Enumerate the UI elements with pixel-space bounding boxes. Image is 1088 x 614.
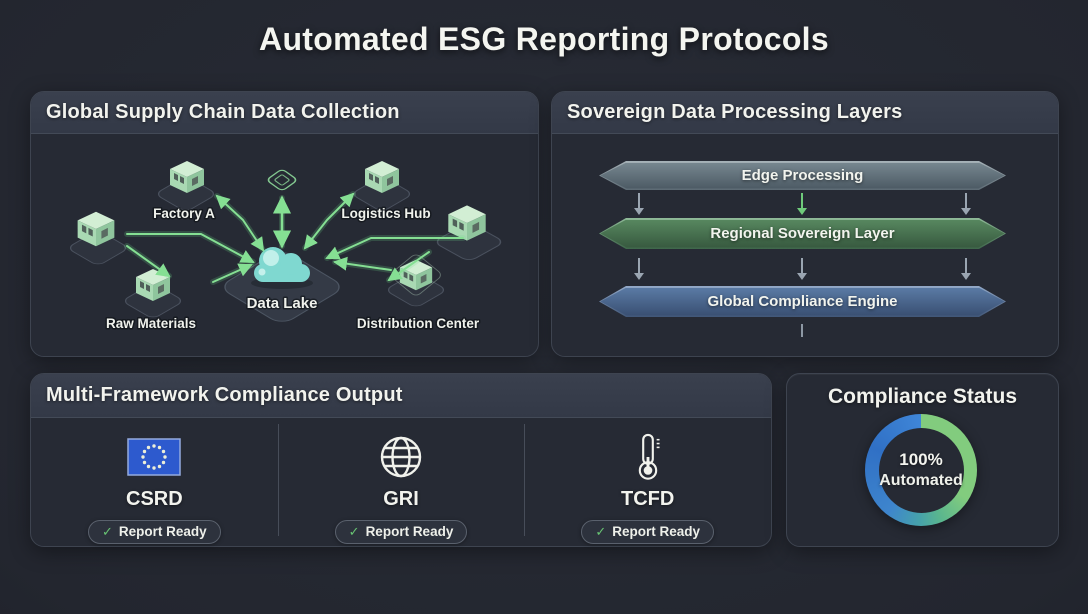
check-icon: ✓ [348,524,360,539]
donut-center: 100% Automated [878,427,964,513]
eu-flag-icon [127,431,182,483]
down-arrow-icon [634,258,644,280]
layer-regional-sovereign: Regional Sovereign Layer [599,218,1006,249]
panel-processing-layers: Sovereign Data Processing Layers Edge Pr… [551,91,1059,357]
status-text: Report Ready [365,524,454,539]
page-title: Automated ESG Reporting Protocols [259,21,829,57]
check-icon: ✓ [595,524,607,539]
supply-chain-diagram: Factory A Logistics Hub Raw Materials Da… [66,161,506,333]
node-far-left-site [66,211,130,267]
down-arrow-icon [961,193,971,215]
framework-name: CSRD [126,488,183,510]
node-factory [154,161,218,213]
status-text: Report Ready [612,524,701,539]
node-logistics [350,161,414,213]
frameworks-row: CSRD ✓ Report Ready GRI [31,418,771,546]
status-badge: ✓ Report Ready [334,520,468,544]
layer-edge-processing: Edge Processing [599,161,1006,190]
data-source-chip-icon [267,169,297,191]
globe-icon [378,431,424,483]
donut-value: 100% [899,450,943,470]
down-arrow-icon [961,258,971,280]
down-arrow-icon [797,258,807,280]
cloud-icon [251,247,313,289]
framework-tcfd: TCFD ✓ Report Ready [524,418,771,546]
panel-processing-header: Sovereign Data Processing Layers [552,92,1058,134]
panel-compliance-status: Compliance Status 100% Automated [786,373,1059,547]
framework-gri: GRI ✓ Report Ready [277,418,525,546]
node-raw-materials [121,269,185,320]
connector-stub [801,324,803,337]
panel-supply-chain-header: Global Supply Chain Data Collection [31,92,538,134]
donut-label: Automated [879,471,963,489]
framework-csrd: CSRD ✓ Report Ready [31,418,278,546]
node-data-lake [224,247,340,322]
status-badge: ✓ Report Ready [581,520,715,544]
status-text: Report Ready [118,524,207,539]
label-logistics: Logistics Hub [341,206,430,221]
node-far-right-site [432,205,506,263]
data-flow-arrows [124,191,466,285]
label-data-lake: Data Lake [247,295,318,312]
panel-title: Global Supply Chain Data Collection [46,101,400,123]
compliance-donut-chart: 100% Automated [865,414,977,526]
panel-title: Sovereign Data Processing Layers [567,101,903,123]
status-badge: ✓ Report Ready [87,520,221,544]
layer-global-compliance: Global Compliance Engine [599,286,1006,317]
framework-name: TCFD [621,488,675,510]
panel-frameworks: Multi-Framework Compliance Output [30,373,772,547]
panel-frameworks-header: Multi-Framework Compliance Output [31,374,771,418]
thermometer-icon [628,431,668,483]
down-arrow-green-icon [797,193,807,215]
panel-title: Multi-Framework Compliance Output [46,384,403,406]
layer-label: Edge Processing [741,167,864,184]
framework-name: GRI [383,488,419,510]
label-distribution: Distribution Center [357,316,480,331]
panel-title: Compliance Status [827,385,1018,408]
layer-label: Global Compliance Engine [707,293,898,310]
label-factory: Factory A [153,206,215,221]
panel-supply-chain: Global Supply Chain Data Collection [30,91,539,357]
label-raw-materials: Raw Materials [106,316,196,331]
down-arrow-icon [634,193,644,215]
node-distribution [384,254,448,309]
check-icon: ✓ [101,524,113,539]
layer-label: Regional Sovereign Layer [710,225,895,242]
